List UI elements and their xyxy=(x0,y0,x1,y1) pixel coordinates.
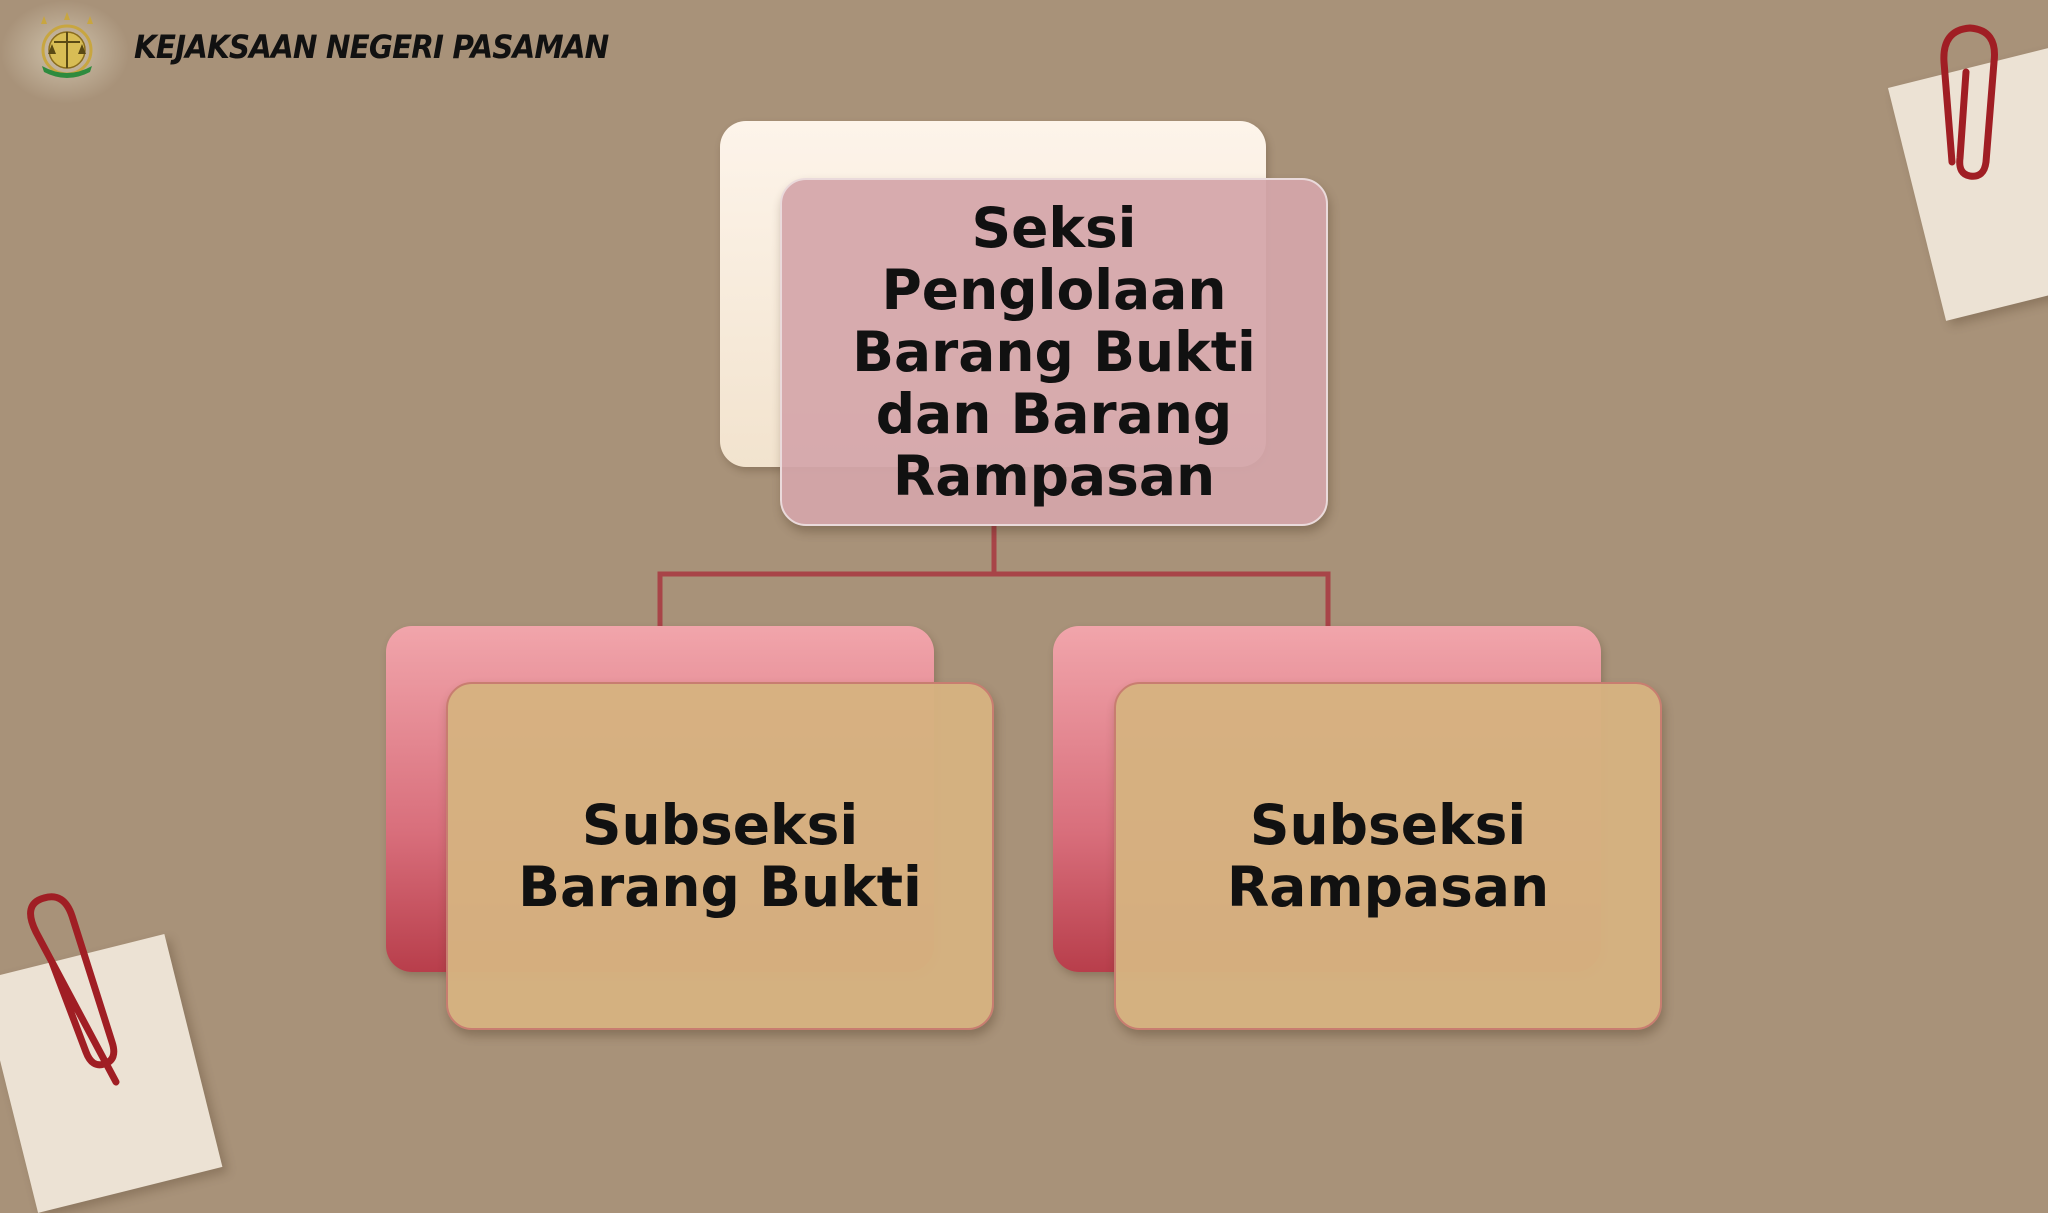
child-node-label: Subseksi Barang Bukti xyxy=(518,793,922,919)
kejaksaan-emblem-icon xyxy=(41,12,93,78)
paperclip-icon xyxy=(1940,24,1998,180)
connector-lines xyxy=(657,526,1331,626)
child-node-label: Subseksi Rampasan xyxy=(1226,793,1550,919)
root-node-label: Seksi Penglolaan Barang Bukti dan Barang… xyxy=(852,196,1256,508)
root-node: Seksi Penglolaan Barang Bukti dan Barang… xyxy=(780,178,1328,526)
org-name: KEJAKSAAN NEGERI PASAMAN xyxy=(134,28,609,66)
paperclip-icon xyxy=(27,893,120,1086)
child-node-barang-bukti: Subseksi Barang Bukti xyxy=(446,682,994,1030)
header: KEJAKSAAN NEGERI PASAMAN xyxy=(0,0,640,104)
child-node-rampasan: Subseksi Rampasan xyxy=(1114,682,1662,1030)
logo-backdrop xyxy=(0,0,130,104)
